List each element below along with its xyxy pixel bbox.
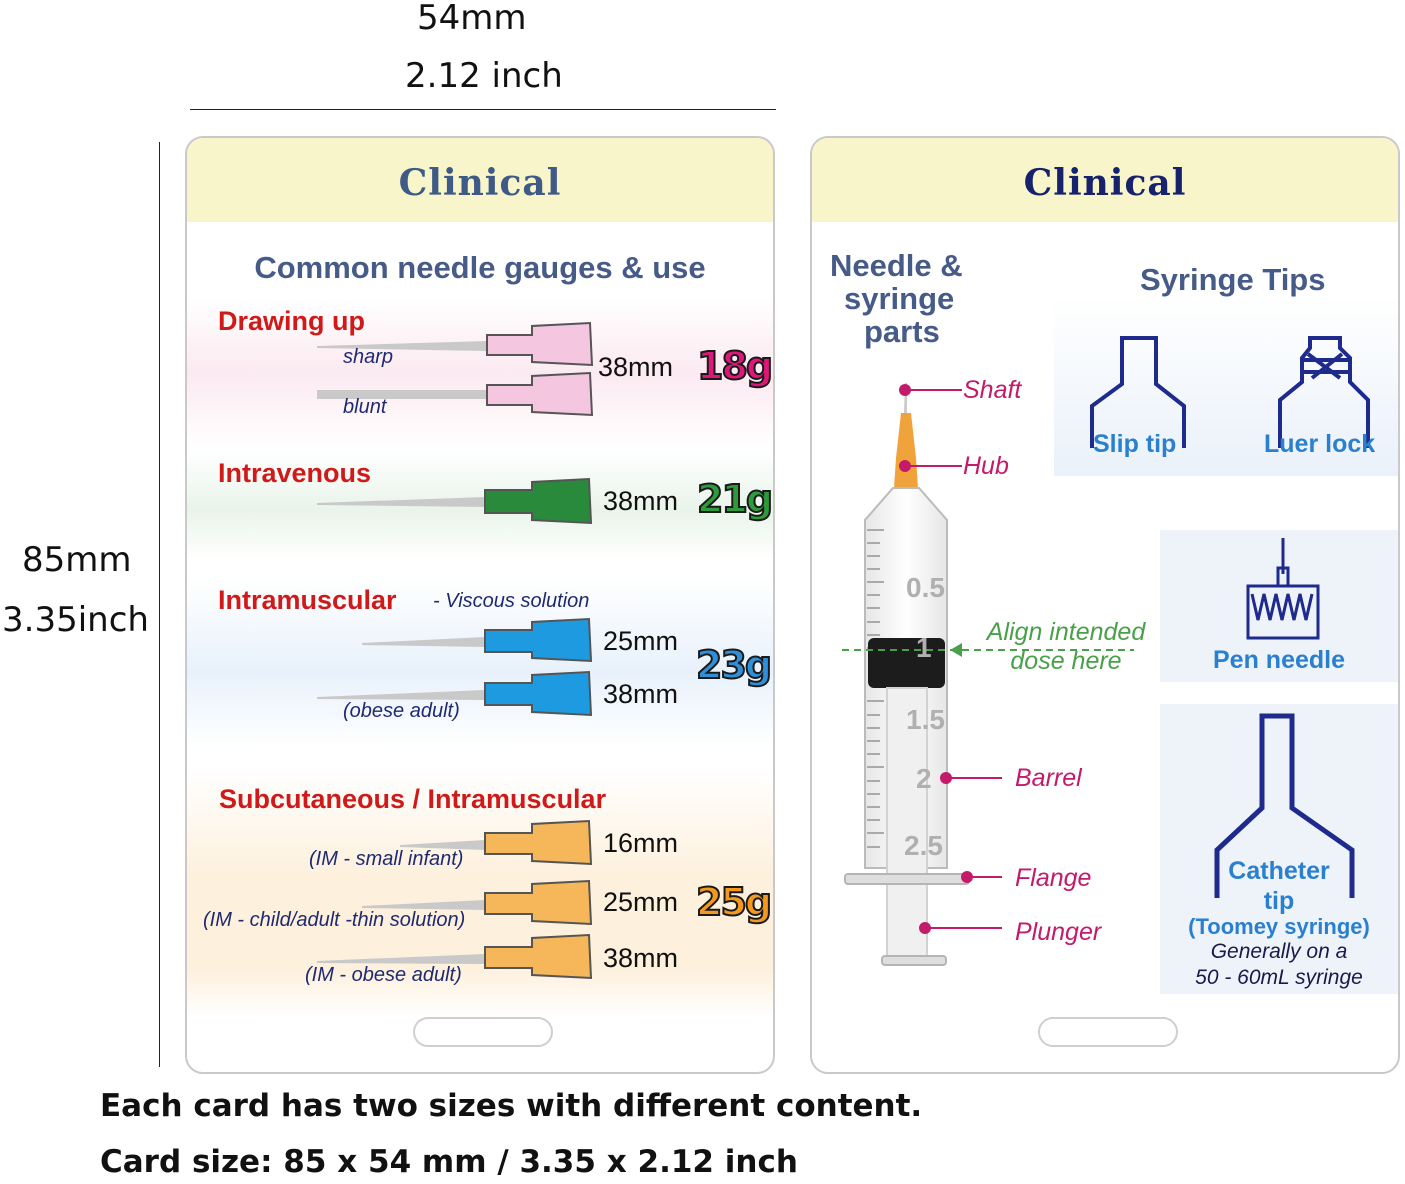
generally-note-2: 50 - 60mL syringe (1195, 966, 1363, 989)
card-header (187, 138, 773, 222)
sharp-note: sharp (343, 346, 394, 368)
width-dimension-line (190, 109, 776, 110)
shaft-label: Shaft (963, 376, 1022, 404)
length-25g-38mm: 38mm (603, 943, 679, 973)
gauge-18g: 18g (696, 343, 773, 389)
needle-23g-38mm (317, 670, 593, 717)
barrel-label: Barrel (1015, 764, 1082, 792)
catheter-tip-icon (1214, 713, 1355, 898)
gauge-23g: 23g (695, 642, 773, 688)
syringe-plunger-stopper (868, 638, 945, 688)
catheter-panel (1160, 704, 1398, 994)
width-inch-label: 2.12 inch (405, 56, 563, 96)
tips-panel (1054, 296, 1398, 476)
syringe-parts-card: Clinical Needle & syringe parts Syringe … (810, 136, 1400, 1074)
part-callouts (899, 384, 1002, 934)
length-25g-16mm: 16mm (603, 828, 679, 858)
obese-adult-note: (obese adult) (343, 700, 460, 722)
length-23g-38mm: 38mm (603, 679, 679, 709)
slip-tip-icon (1090, 336, 1186, 448)
thin-solution-note: (IM - child/adult -thin solution) (203, 909, 466, 931)
pen-needle-label: Pen needle (1213, 646, 1345, 674)
pen-needle-icon (1246, 538, 1320, 640)
length-23g-25mm: 25mm (603, 626, 679, 656)
syringe-illustration (842, 336, 1370, 966)
drawing-up-title: Drawing up (218, 306, 365, 336)
scale-2-5: 2.5 (904, 830, 943, 861)
blunt-note: blunt (343, 396, 387, 418)
card-title: Clinical (398, 162, 562, 204)
scale-0-5: 0.5 (906, 572, 945, 603)
align-dose-line-1: Align intended (986, 618, 1146, 646)
height-inch-label: 3.35inch (2, 600, 149, 640)
scale-2: 2 (916, 763, 932, 794)
parts-heading-1: Needle & (830, 248, 963, 283)
needle-25g-25mm (362, 879, 593, 926)
needle-25g-16mm (400, 819, 593, 866)
flange-label: Flange (1015, 864, 1092, 892)
syringe-plunger-rod (886, 687, 928, 959)
syringe-hub (894, 413, 918, 488)
catheter-tip-label: Catheter tip (1160, 856, 1398, 916)
gauge-21g: 21g (696, 476, 773, 522)
luer-lock-icon (1278, 336, 1370, 448)
scale-1: 1 (916, 632, 932, 663)
footer-line-1: Each card has two sizes with different c… (100, 1088, 923, 1124)
needle-25g-38mm (317, 933, 593, 980)
needle-18g-blunt (317, 371, 594, 417)
width-mm-label: 54mm (417, 0, 527, 38)
plunger-thumb (881, 955, 947, 966)
toomey-label: (Toomey syringe) (1188, 914, 1370, 939)
needle-gauge-card: Clinical Common needle gauges & use (185, 136, 775, 1074)
luer-lock-label: Luer lock (1264, 430, 1376, 458)
card-title: Clinical (1023, 162, 1187, 204)
length-18g: 38mm (598, 352, 674, 382)
generally-note-1: Generally on a (1210, 940, 1348, 963)
needles-illustration (317, 321, 594, 980)
catheter-label-line-1: Catheter (1228, 857, 1330, 885)
intravenous-title: Intravenous (218, 458, 372, 488)
card-header (812, 138, 1398, 222)
parts-heading-3: parts (864, 314, 940, 349)
align-dose-line-2: dose here (1010, 647, 1122, 675)
catheter-label-line-2: tip (1263, 887, 1295, 915)
footer-line-2: Card size: 85 x 54 mm / 3.35 x 2.12 inch (100, 1144, 798, 1180)
needle-18g-sharp (317, 321, 594, 367)
intramuscular-band (187, 578, 773, 748)
align-arrow (950, 643, 962, 657)
gauge-25g: 25g (695, 879, 773, 925)
gauges-heading: Common needle gauges & use (254, 250, 706, 285)
syringe-flange (844, 873, 970, 885)
scale-1-5: 1.5 (906, 704, 945, 735)
needle-21g (317, 477, 593, 525)
align-dose-label: Align intended dose here (976, 618, 1156, 676)
plunger-label: Plunger (1015, 918, 1102, 946)
subcutaneous-title: Subcutaneous / Intramuscular (219, 784, 607, 814)
needle-23g-25mm (362, 617, 593, 663)
small-infant-note: (IM - small infant) (309, 848, 464, 870)
intramuscular-title: Intramuscular (218, 585, 397, 615)
lanyard-slot (413, 1017, 553, 1047)
height-dimension-line (159, 142, 160, 1067)
length-21g: 38mm (603, 486, 679, 516)
lanyard-slot (1038, 1017, 1178, 1047)
subcutaneous-band (187, 768, 773, 1018)
parts-heading-2: syringe (844, 281, 955, 316)
drawing-up-band (187, 298, 773, 448)
height-mm-label: 85mm (22, 540, 132, 580)
tips-heading: Syringe Tips (1140, 262, 1326, 297)
obese-adult-im-note: (IM - obese adult) (305, 964, 462, 986)
hub-label: Hub (963, 452, 1009, 480)
slip-tip-label: Slip tip (1093, 430, 1177, 458)
viscous-note: - Viscous solution (433, 590, 590, 612)
length-25g-25mm: 25mm (603, 887, 679, 917)
